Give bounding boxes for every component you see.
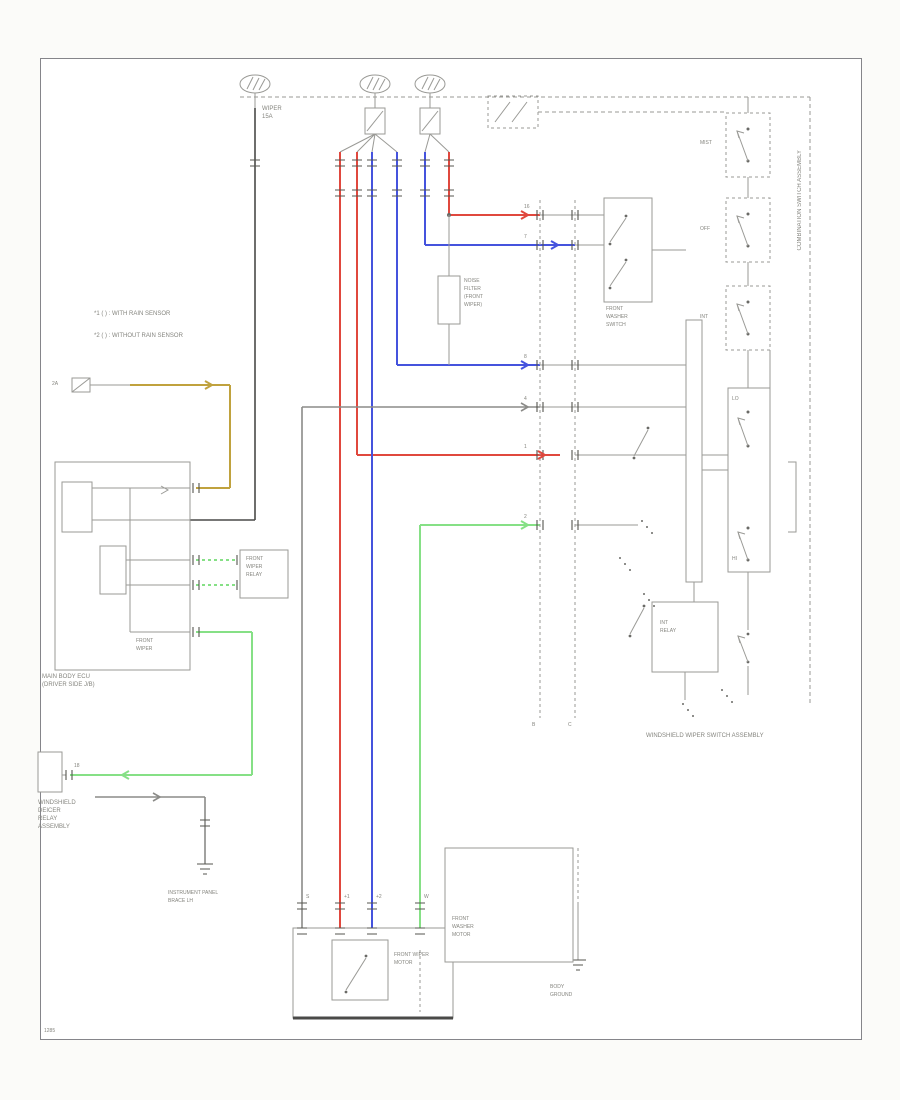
wiper-relay-box — [239, 549, 289, 599]
deicer-box — [37, 751, 66, 793]
switch-mist-icon — [725, 112, 771, 178]
noise-filter-box — [437, 215, 461, 365]
switch-int-icon — [725, 285, 771, 351]
washer-switch-label-1: FRONT — [606, 306, 624, 312]
switch-float-2-icon — [628, 604, 646, 638]
wire-gray-wiper-s — [301, 406, 540, 1012]
front-washer-motor-box — [444, 847, 574, 963]
ground-right-label-2: GROUND — [550, 992, 573, 998]
deicer-label-4: ASSEMBLY — [38, 824, 70, 830]
deicer-label-1: WINDSHIELD — [38, 800, 76, 806]
pin-16: 16 — [524, 204, 530, 210]
int-relay-box — [651, 601, 719, 700]
pin-plus1: +1 — [344, 894, 350, 900]
wire-blue-3 — [424, 152, 575, 246]
wiper-motor-label-2: MOTOR — [394, 960, 413, 966]
harness-connector-icon — [71, 377, 130, 393]
washer-motor-label-3: MOTOR — [452, 932, 471, 938]
main-body-ecu-box — [54, 461, 191, 671]
pin-7: 7 — [524, 234, 527, 240]
connector-box-top-right — [487, 95, 539, 129]
connector-ticks — [65, 159, 579, 935]
wire-blue-2 — [396, 152, 540, 366]
washer-switch-block — [603, 197, 653, 303]
wiper-switch-assembly-label: WINDSHIELD WIPER SWITCH ASSEMBLY — [646, 733, 764, 739]
switch-hi-label: HI — [732, 556, 737, 562]
ground-left-label-2: BRACE LH — [168, 898, 194, 904]
ecu-label-2: (DRIVER SIDE J/B) — [42, 682, 95, 688]
pin-plus2: +2 — [376, 894, 382, 900]
deicer-label-3: RELAY — [38, 816, 58, 822]
wire-red-2 — [356, 152, 560, 456]
ground-left-icon — [197, 863, 213, 875]
ecu-label-1: MAIN BODY ECU — [42, 674, 90, 680]
noise-filter-label-2: FILTER — [464, 286, 481, 292]
pin-w: W — [424, 894, 429, 900]
fuse-wiper-label: WIPER — [262, 106, 282, 112]
pin-s: S — [306, 894, 310, 900]
power-rail-dashed — [240, 96, 811, 705]
switch-off-label: OFF — [700, 226, 710, 232]
noise-filter-label-3: (FRONT — [464, 294, 483, 300]
wire-green-washer — [419, 524, 540, 945]
washer-motor-label-1: FRONT — [452, 916, 470, 922]
note-1: *1 ( ) : WITH RAIN SENSOR — [94, 311, 171, 317]
connector-col-c: C — [568, 722, 572, 728]
note-2: *2 ( ) : WITHOUT RAIN SENSOR — [94, 333, 183, 339]
noise-filter-label-4: WIPER) — [464, 302, 483, 308]
connector-box-3 — [419, 107, 450, 153]
fuse-2-icon — [359, 74, 391, 108]
front-wiper-motor-box — [292, 927, 454, 1020]
left-box-component-1: FRONT — [136, 638, 154, 644]
pin-8: 8 — [524, 354, 527, 360]
combination-switch-label: COMBINATION SWITCH ASSEMBLY — [797, 150, 803, 251]
wire-gray-ground-left — [95, 796, 206, 864]
washer-switch-label-3: SWITCH — [606, 322, 626, 328]
left-box-component-2: WIPER — [136, 646, 153, 652]
terminal-strip — [685, 319, 703, 602]
continuation-dots — [619, 520, 733, 717]
wiper-switch-stack — [725, 97, 771, 388]
wire-green-relay-out — [70, 559, 253, 776]
flow-arrowheads — [119, 210, 561, 802]
int-relay-label-1: INT — [660, 620, 669, 626]
pin-1: 1 — [524, 444, 527, 450]
washer-switch-label-2: WASHER — [606, 314, 628, 320]
noise-filter-label-1: NOISE — [464, 278, 480, 284]
deicer-label-2: DEICER — [38, 808, 61, 814]
connector-box-2 — [339, 107, 398, 153]
wiper-relay-label-1: FRONT — [246, 556, 264, 562]
switch-off-icon — [725, 197, 771, 263]
fuse-wiper-icon — [239, 74, 271, 108]
washer-motor-label-2: WASHER — [452, 924, 474, 930]
switch-float-1-icon — [632, 426, 650, 460]
fuse-3-icon — [414, 74, 446, 108]
wire-black-ignition — [190, 108, 256, 521]
connector-2a-label: 2A — [52, 381, 59, 387]
connector-col-b: B — [532, 722, 536, 728]
pin-4: 4 — [524, 396, 527, 402]
ground-right-label-1: BODY — [550, 984, 565, 990]
fuse-wiper-amp: 15A — [262, 114, 273, 120]
int-relay-label-2: RELAY — [660, 628, 677, 634]
ground-right-icon — [570, 848, 586, 971]
wiper-motor-label-1: FRONT WIPER — [394, 952, 429, 958]
switch-int-label: INT — [700, 314, 709, 320]
corner-code: 1285 — [44, 1028, 56, 1034]
switch-mist-label: MIST — [700, 140, 712, 146]
wiper-relay-label-3: RELAY — [246, 572, 263, 578]
wiper-relay-label-2: WIPER — [246, 564, 263, 570]
pin-18-label: 18 — [74, 763, 80, 769]
switch-lo-label: LO — [732, 396, 739, 402]
wire-red-3 — [447, 152, 540, 217]
pin-2: 2 — [524, 514, 527, 520]
wiper-switch-block — [727, 387, 797, 695]
switch-float-3-icon — [737, 632, 750, 664]
ground-left-label-1: INSTRUMENT PANEL — [168, 890, 219, 896]
